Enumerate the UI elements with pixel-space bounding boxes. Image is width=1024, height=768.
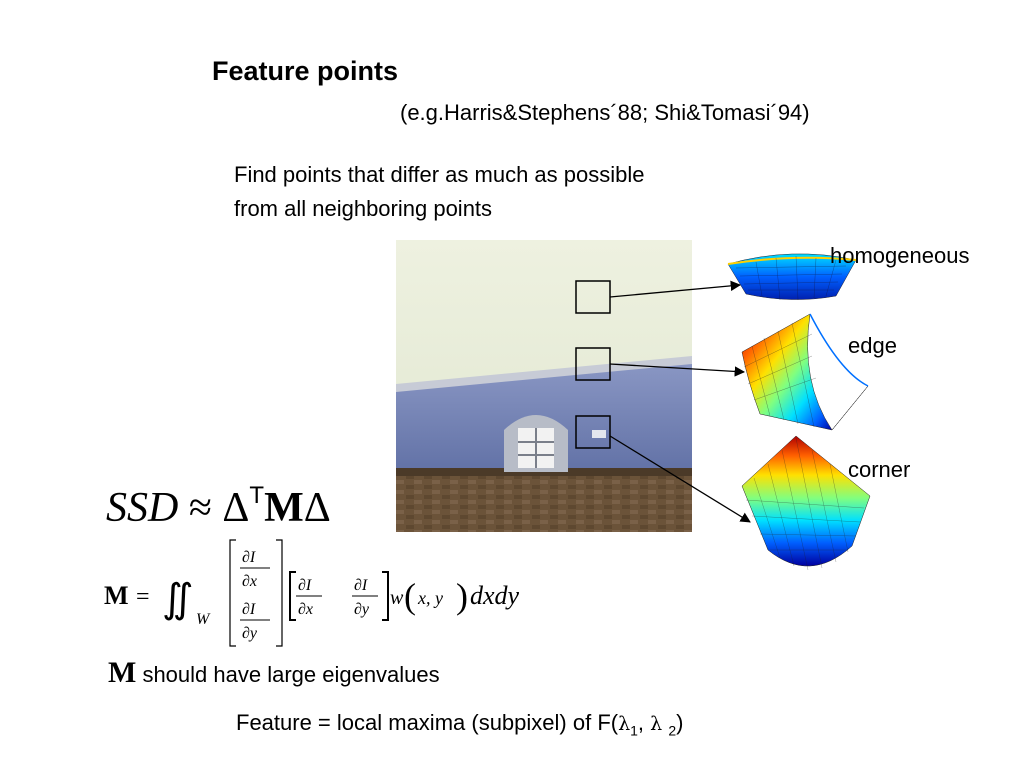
feature-prefix: Feature = local maxima (subpixel) of F(: [236, 710, 619, 735]
matrix-m: M: [264, 485, 304, 531]
delta: Δ: [222, 485, 250, 531]
eigen-note: M should have large eigenvalues: [108, 656, 440, 690]
label-edge: edge: [848, 333, 897, 358]
lambda-2: λ: [650, 713, 663, 735]
corner-surface: [741, 435, 871, 571]
delta-2: Δ: [303, 485, 331, 531]
feature-definition: Feature = local maxima (subpixel) of F(λ…: [236, 710, 683, 738]
description-line-1: Find points that differ as much as possi…: [234, 162, 645, 187]
description: Find points that differ as much as possi…: [234, 158, 644, 226]
window-box-homogeneous: [575, 280, 611, 314]
arrow-homogeneous: [609, 280, 742, 298]
arrow-edge: [609, 363, 746, 377]
eigen-matrix: M: [108, 656, 137, 689]
col-dy: ∂y: [242, 625, 258, 642]
description-line-2: from all neighboring points: [234, 196, 493, 221]
svg-text:(: (: [404, 576, 416, 616]
row-dI-1: ∂I: [298, 577, 312, 594]
feature-sep: ,: [637, 710, 651, 735]
differential: dxdy: [470, 581, 520, 610]
feature-suffix: ): [676, 710, 684, 735]
label-homogeneous: homogeneous: [830, 243, 970, 268]
window-box-corner: [575, 415, 611, 449]
col-dx: ∂x: [242, 573, 257, 590]
m-lhs: M: [104, 581, 129, 610]
m-equals: =: [136, 584, 150, 610]
col-dI-1: ∂I: [242, 549, 256, 566]
homogeneous-surface: [727, 253, 857, 301]
transpose: T: [249, 482, 265, 509]
window-box-edge: [575, 347, 611, 381]
label-corner: corner: [848, 457, 911, 482]
slide-title: Feature points: [212, 56, 399, 86]
lambda-1: λ: [618, 713, 631, 735]
lambda-1-sub: 1: [630, 722, 638, 739]
row-dy: ∂y: [354, 601, 370, 618]
svg-text:): ): [456, 576, 468, 616]
weight-w: w: [390, 587, 404, 609]
approx-sign: ≈: [188, 485, 212, 531]
double-integral: ∬: [162, 576, 194, 621]
row-dx: ∂x: [298, 601, 313, 618]
ssd-formula: SSD ≈ ΔTMΔ: [106, 482, 331, 532]
weight-args: x, y: [417, 588, 443, 608]
eigen-text: should have large eigenvalues: [136, 662, 440, 687]
col-dI-2: ∂I: [242, 601, 256, 618]
ssd-lhs: SSD: [106, 485, 179, 531]
lambda-2-sub: 2: [668, 722, 677, 739]
m-formula: M = ∬ W ∂I ∂x ∂I ∂y ∂I ∂x ∂I ∂y w ( x, y…: [104, 539, 520, 647]
references: (e.g.Harris&Stephens´88; Shi&Tomasi´94): [400, 100, 810, 125]
row-dI-2: ∂I: [354, 577, 368, 594]
building-photo: [396, 240, 692, 532]
integral-domain: W: [196, 611, 211, 628]
edge-surface: [741, 313, 869, 431]
arrow-corner: [609, 435, 751, 523]
